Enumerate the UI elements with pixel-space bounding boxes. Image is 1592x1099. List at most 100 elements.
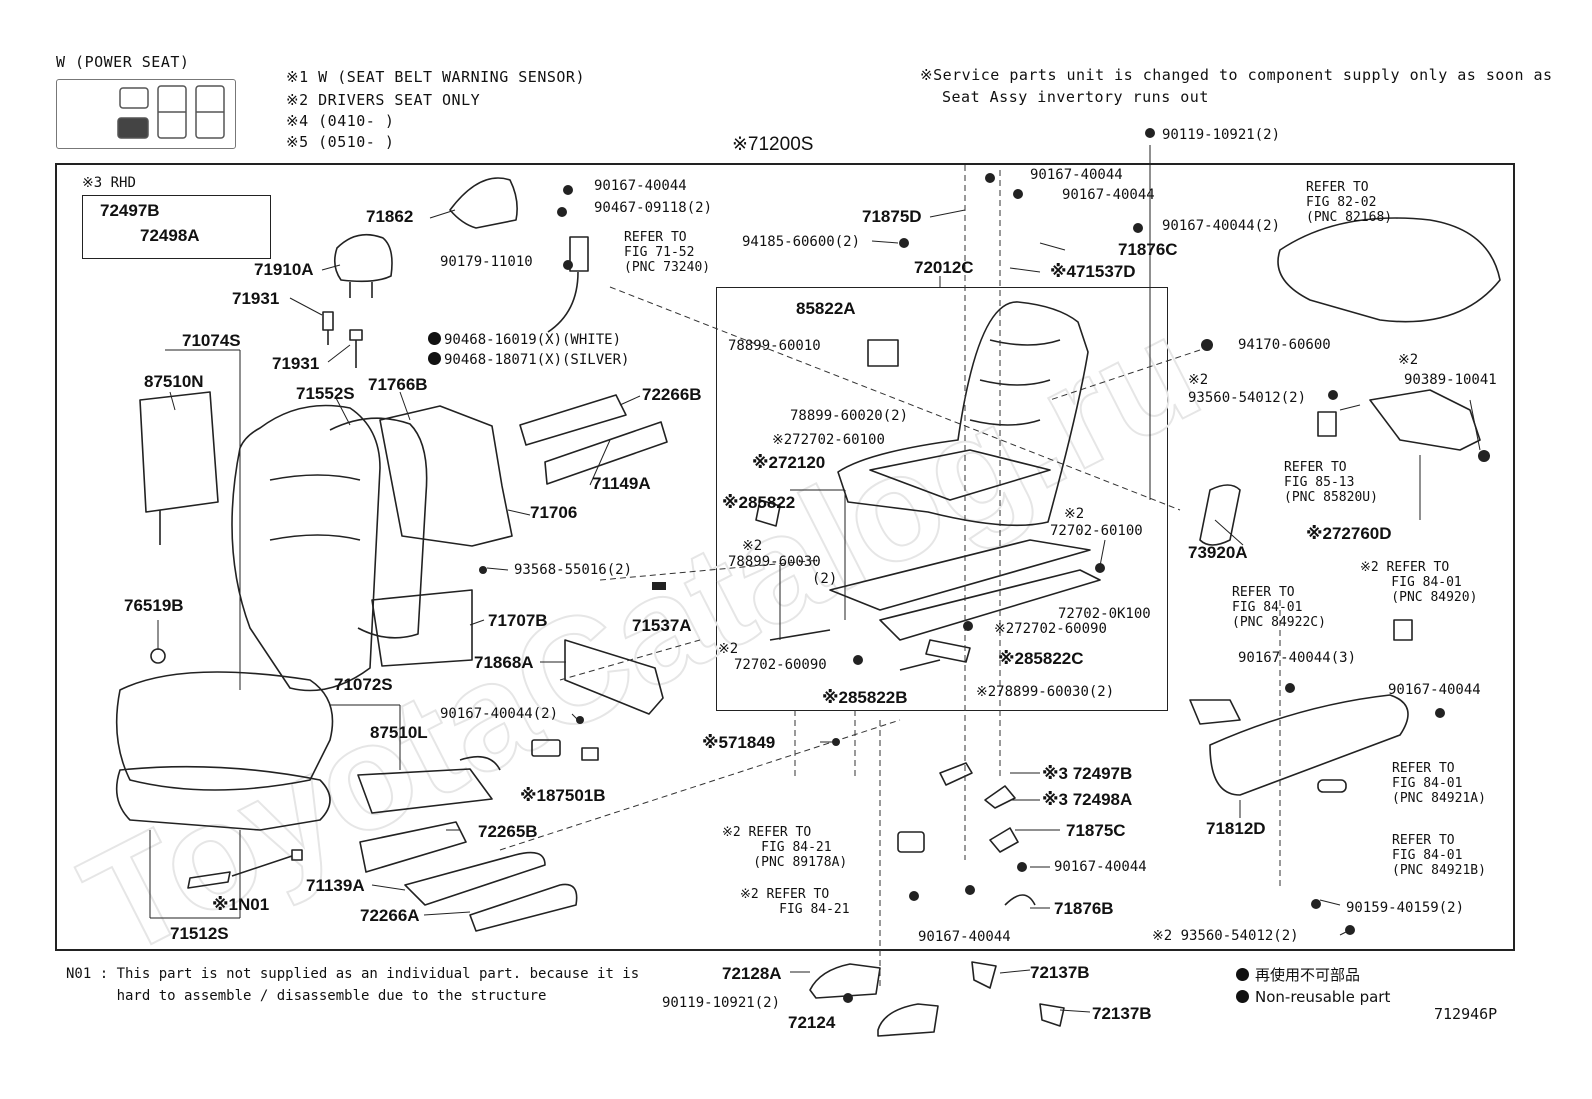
part-90167-40044-i[interactable]: 90167-40044 bbox=[1388, 682, 1481, 698]
part-85822[interactable]: ※285822 bbox=[722, 493, 796, 512]
ref-fig-84-21-a[interactable]: ※2 REFER TO FIG 84-21 (PNC 89178A) bbox=[722, 825, 848, 870]
part-71931-a[interactable]: 71931 bbox=[232, 289, 280, 308]
ref-fig-84-01-b[interactable]: ※2 REFER TO FIG 84-01 (PNC 84920) bbox=[1360, 560, 1478, 605]
part-73920A[interactable]: 73920A bbox=[1188, 543, 1248, 562]
part-72012C[interactable]: 72012C bbox=[914, 258, 974, 277]
note-5: ※5 (0510- ) bbox=[286, 133, 395, 151]
non-reusable-dot bbox=[428, 352, 441, 365]
part-90167-40044-c[interactable]: 90167-40044 bbox=[1030, 167, 1123, 183]
part-72137B-a[interactable]: 72137B bbox=[1030, 963, 1090, 982]
part-90468-18071[interactable]: 90468-18071(X)(SILVER) bbox=[428, 352, 629, 368]
part-N01[interactable]: ※1N01 bbox=[212, 895, 270, 914]
figure-code: 712946P bbox=[1434, 1005, 1498, 1023]
part-90167-40044-h[interactable]: 90167-40044(3) bbox=[1238, 650, 1357, 666]
part-71537D[interactable]: ※471537D bbox=[1050, 262, 1136, 281]
part-72702-60100-a[interactable]: ※272702-60100 bbox=[772, 432, 885, 448]
part-72498A-rhd[interactable]: 72498A bbox=[140, 226, 200, 245]
part-87501B[interactable]: ※187501B bbox=[520, 786, 606, 805]
part-78899-60010[interactable]: 78899-60010 bbox=[728, 338, 821, 354]
part-94170-60600[interactable]: 94170-60600 bbox=[1238, 337, 1331, 353]
part-90119-10921-top[interactable]: 90119-10921(2) bbox=[1162, 127, 1281, 143]
part-72137B-b[interactable]: 72137B bbox=[1092, 1004, 1152, 1023]
part-90389-10041[interactable]: 90389-10041 bbox=[1404, 372, 1497, 388]
part-71875C[interactable]: 71875C bbox=[1066, 821, 1126, 840]
part-90167-40044-a[interactable]: 90167-40044 bbox=[594, 178, 687, 194]
rhd-box bbox=[82, 195, 271, 259]
note-4: ※4 (0410- ) bbox=[286, 112, 395, 130]
part-90167-40044-b[interactable]: 90167-40044(2) bbox=[440, 706, 559, 722]
note-1: ※1 W (SEAT BELT WARNING SENSOR) bbox=[286, 68, 585, 86]
part-87510N[interactable]: 87510N bbox=[144, 372, 204, 391]
part-78899-60020[interactable]: 78899-60020(2) bbox=[790, 408, 909, 424]
part-72265B[interactable]: 72265B bbox=[478, 822, 538, 841]
part-71512S[interactable]: 71512S bbox=[170, 924, 229, 943]
ref-fig-84-01-a[interactable]: REFER TO FIG 84-01 (PNC 84922C) bbox=[1232, 585, 1326, 630]
part-71910A[interactable]: 71910A bbox=[254, 260, 314, 279]
part-71931-b[interactable]: 71931 bbox=[272, 354, 320, 373]
non-reusable-dot bbox=[1236, 968, 1249, 981]
part-90119-10921-bot[interactable]: 90119-10921(2) bbox=[662, 995, 781, 1011]
ref-fig-84-01-c[interactable]: REFER TO FIG 84-01 (PNC 84921A) bbox=[1392, 761, 1486, 806]
part-72702-60090-b[interactable]: 72702-60090 bbox=[734, 657, 827, 673]
part-87510L[interactable]: 87510L bbox=[370, 723, 428, 742]
ref-fig-84-01-d[interactable]: REFER TO FIG 84-01 (PNC 84921B) bbox=[1392, 833, 1486, 878]
part-72266B[interactable]: 72266B bbox=[642, 385, 702, 404]
part-71072S[interactable]: 71072S bbox=[334, 675, 393, 694]
part-76519B[interactable]: 76519B bbox=[124, 596, 184, 615]
seat-track bbox=[829, 539, 1091, 611]
part-72702-0K100[interactable]: 72702-0K100 bbox=[1058, 606, 1151, 622]
part-85822C[interactable]: ※285822C bbox=[998, 649, 1084, 668]
part-71139A[interactable]: 71139A bbox=[306, 876, 365, 895]
part-93560-54012-a[interactable]: 93560-54012(2) bbox=[1188, 390, 1307, 406]
part-72702-60090-a[interactable]: ※272702-60090 bbox=[994, 621, 1107, 637]
ref-fig-84-21-b[interactable]: ※2 REFER TO FIG 84-21 bbox=[740, 887, 850, 917]
part-78899-60030-b[interactable]: ※278899-60030(2) bbox=[976, 684, 1115, 700]
part-71706[interactable]: 71706 bbox=[530, 503, 578, 522]
part-90467-09118[interactable]: 90467-09118(2) bbox=[594, 200, 713, 216]
part-72702-60100-b[interactable]: 72702-60100 bbox=[1050, 523, 1143, 539]
ref-fig-71-52[interactable]: REFER TO FIG 71-52 (PNC 73240) bbox=[624, 230, 711, 275]
ref-fig-85-13[interactable]: REFER TO FIG 85-13 (PNC 85820U) bbox=[1284, 460, 1378, 505]
legend-en: Non-reusable part bbox=[1236, 988, 1390, 1006]
part-71876B[interactable]: 71876B bbox=[1054, 899, 1114, 918]
part-72497B-mid[interactable]: ※3 72497B bbox=[1042, 764, 1133, 783]
part-72498A-mid[interactable]: ※3 72498A bbox=[1042, 790, 1133, 809]
side-cover bbox=[1209, 694, 1409, 796]
part-71537A[interactable]: 71537A bbox=[632, 616, 692, 635]
part-71875D[interactable]: 71875D bbox=[862, 207, 922, 226]
part-71766B[interactable]: 71766B bbox=[368, 375, 428, 394]
part-71876C[interactable]: 71876C bbox=[1118, 240, 1178, 259]
seat-frame-subassembly-box bbox=[716, 287, 1168, 711]
part-71552S[interactable]: 71552S bbox=[296, 384, 355, 403]
part-72266A[interactable]: 72266A bbox=[360, 906, 420, 925]
part-85822A[interactable]: 85822A bbox=[796, 299, 856, 318]
part-94185-60600[interactable]: 94185-60600(2) bbox=[742, 234, 861, 250]
part-90159-40159[interactable]: 90159-40159(2) bbox=[1346, 900, 1465, 916]
part-71707B[interactable]: 71707B bbox=[488, 611, 548, 630]
part-90167-40044-g[interactable]: 90167-40044 bbox=[918, 929, 1011, 945]
part-71074S[interactable]: 71074S bbox=[182, 331, 241, 350]
part-71862[interactable]: 71862 bbox=[366, 207, 414, 226]
part-71849[interactable]: ※571849 bbox=[702, 733, 776, 752]
part-71812D[interactable]: 71812D bbox=[1206, 819, 1266, 838]
part-90167-40044-e[interactable]: 90167-40044(2) bbox=[1162, 218, 1281, 234]
part-72120[interactable]: ※272120 bbox=[752, 453, 826, 472]
part-85822B[interactable]: ※285822B bbox=[822, 688, 908, 707]
part-72124[interactable]: 72124 bbox=[788, 1013, 836, 1032]
part-90167-40044-d[interactable]: 90167-40044 bbox=[1062, 187, 1155, 203]
part-72128A[interactable]: 72128A bbox=[722, 964, 782, 983]
part-72760D[interactable]: ※272760D bbox=[1306, 524, 1392, 543]
part-90468-16019[interactable]: 90468-16019(X)(WHITE) bbox=[428, 332, 621, 348]
ref-fig-82-02[interactable]: REFER TO FIG 82-02 (PNC 82168) bbox=[1306, 180, 1393, 225]
part-93568-55016[interactable]: 93568-55016(2) bbox=[514, 562, 633, 578]
part-78899-60030-a[interactable]: 78899-60030 bbox=[728, 554, 821, 570]
part-71149A[interactable]: 71149A bbox=[592, 474, 651, 493]
part-72497B-rhd[interactable]: 72497B bbox=[100, 201, 160, 220]
part-90179-11010[interactable]: 90179-11010 bbox=[440, 254, 533, 270]
part-90167-40044-f[interactable]: 90167-40044 bbox=[1054, 859, 1147, 875]
part-71868A[interactable]: 71868A bbox=[474, 653, 534, 672]
part-78899-60030-a-qty: (2) bbox=[812, 571, 838, 587]
part-78899-60030-a-star: ※2 bbox=[742, 538, 763, 554]
part-93560-54012-b[interactable]: ※2 93560-54012(2) bbox=[1152, 928, 1299, 944]
